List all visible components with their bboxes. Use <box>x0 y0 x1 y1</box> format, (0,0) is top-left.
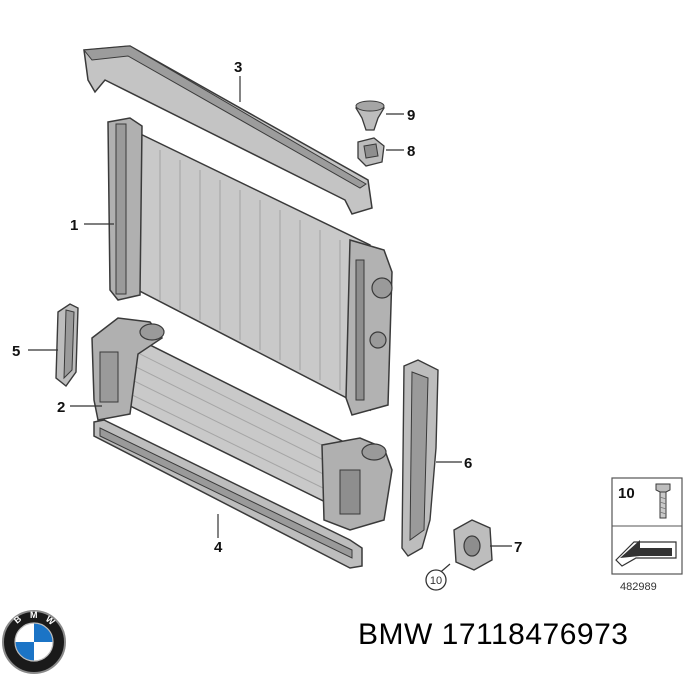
screw-icon <box>655 483 671 519</box>
callout-10: 10 <box>430 575 442 587</box>
callout-5: 5 <box>12 343 20 360</box>
part-caption: BMW 17118476973 <box>358 618 629 651</box>
logo-letter-m: M <box>30 610 38 620</box>
part-5-bracket <box>55 303 79 388</box>
legend-box: 10 482989 <box>611 477 683 593</box>
callout-8: 8 <box>407 143 415 160</box>
bmw-logo-icon: B M W <box>2 610 66 674</box>
part-9-clip <box>355 100 385 131</box>
part-4-lower-air-duct <box>93 419 363 569</box>
reference-arrow-icon <box>615 540 677 567</box>
part-7-mount <box>453 519 493 571</box>
part-6-bracket <box>401 359 439 557</box>
logo-letter-b: B <box>12 613 24 625</box>
part-8-rubber-mount <box>357 137 385 167</box>
callout-4: 4 <box>214 539 223 556</box>
callout-2: 2 <box>57 399 65 416</box>
callout-10-circled: 10 <box>425 569 447 591</box>
callout-3: 3 <box>234 59 242 76</box>
callout-9: 9 <box>407 107 415 124</box>
legend-part-number: 10 <box>618 485 635 502</box>
callout-1: 1 <box>70 217 78 234</box>
callout-7: 7 <box>514 539 522 556</box>
leader-lines <box>28 76 512 577</box>
legend-image-ref: 482989 <box>620 581 657 593</box>
part-3-upper-air-duct <box>83 45 373 215</box>
part-2-charge-air-cooler <box>91 317 393 531</box>
callout-6: 6 <box>464 455 472 472</box>
part-1-radiator <box>107 117 393 416</box>
